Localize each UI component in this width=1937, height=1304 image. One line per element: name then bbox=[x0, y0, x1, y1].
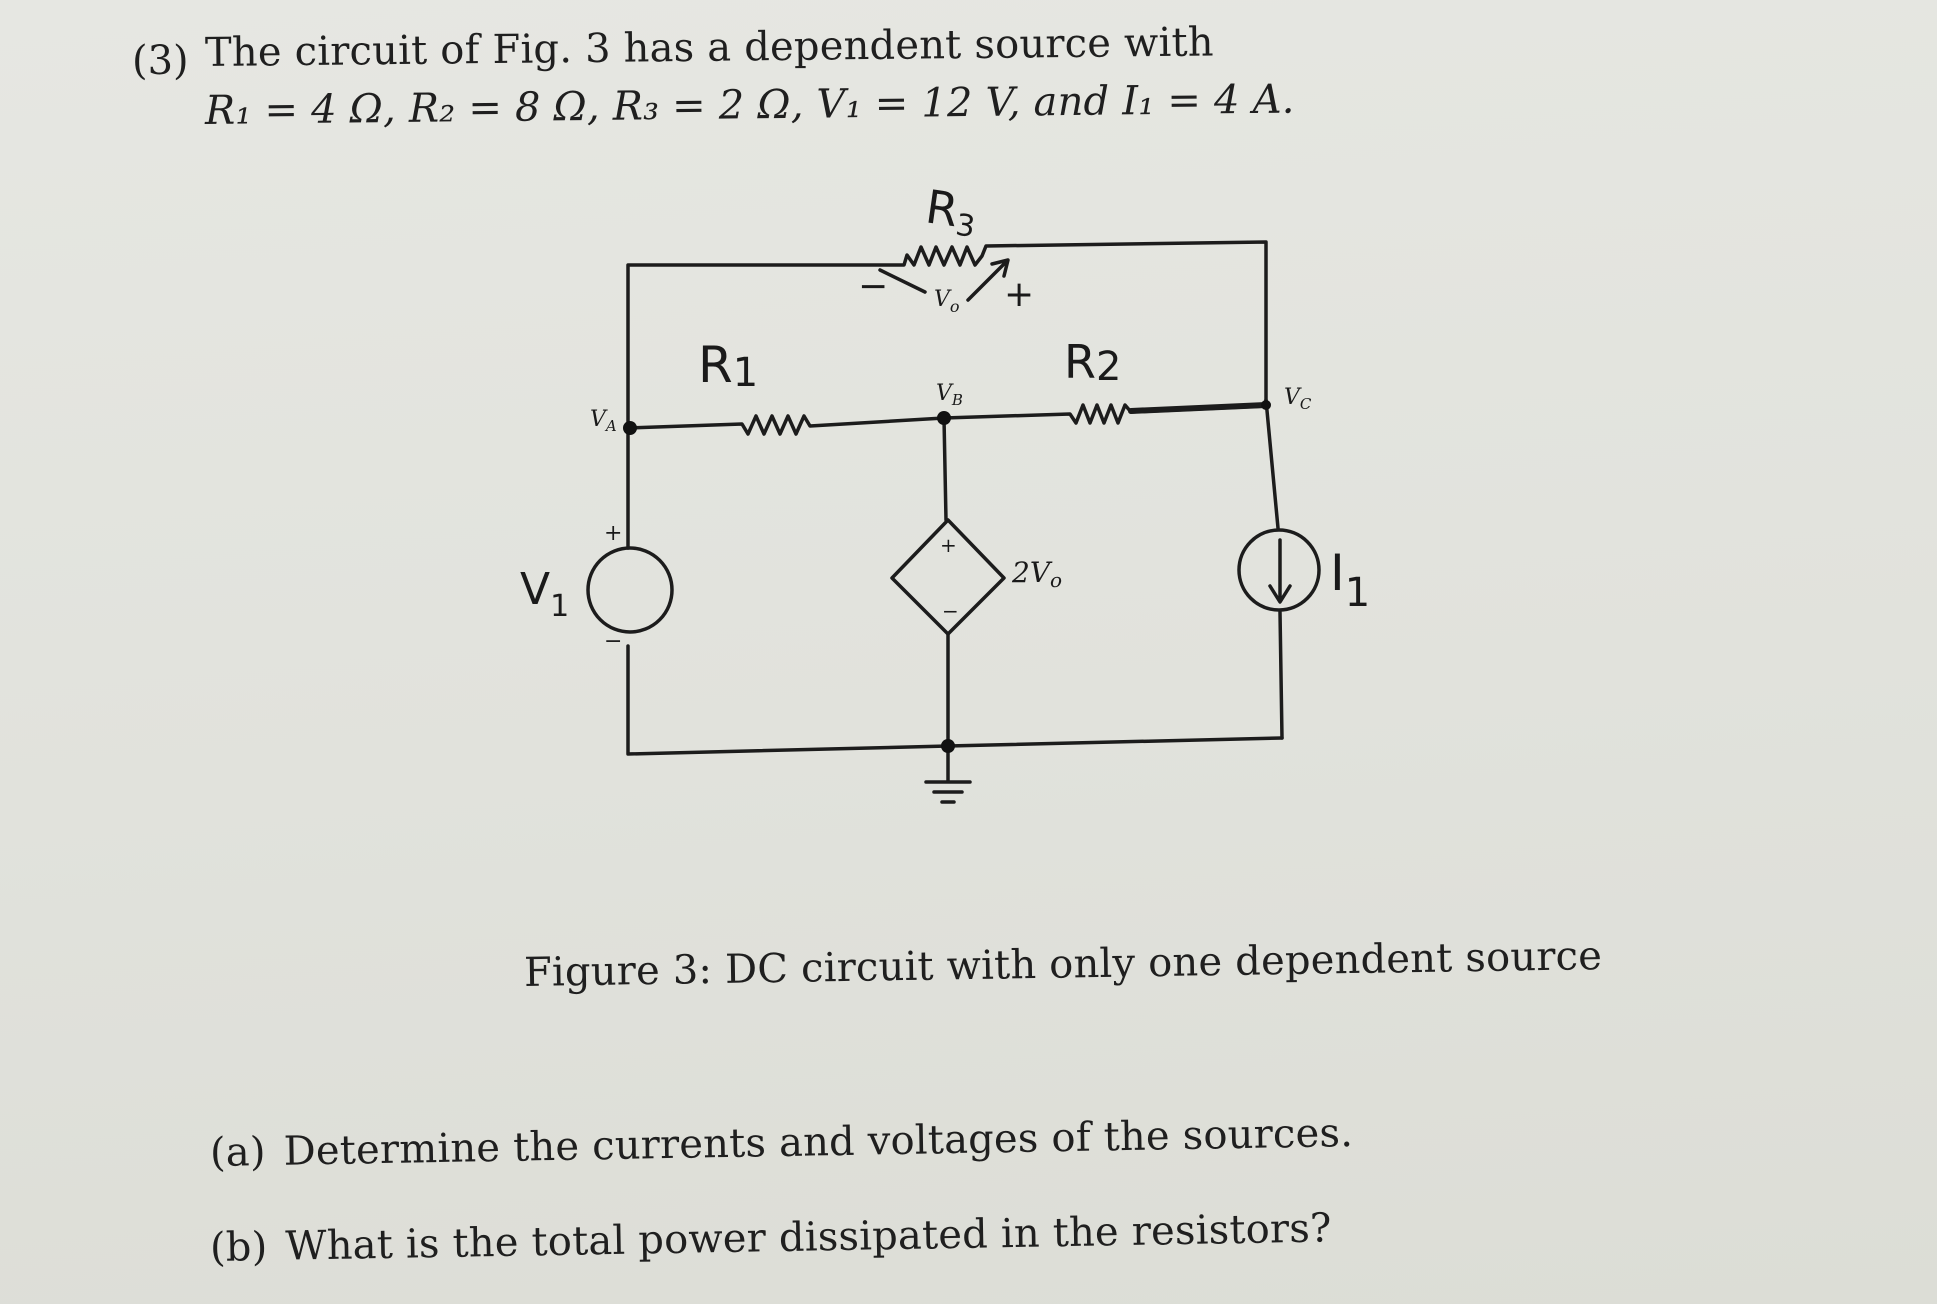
label-vo-minus: − bbox=[858, 266, 888, 307]
dependent-source bbox=[890, 518, 1006, 636]
right-wire bbox=[1264, 398, 1280, 530]
v1-source bbox=[586, 546, 674, 634]
question-b-label: (b) bbox=[209, 1224, 268, 1271]
r2-wire bbox=[942, 403, 1268, 425]
bottom-wire bbox=[626, 644, 1284, 756]
label-v1-minus: − bbox=[604, 629, 622, 654]
label-v1-plus: + bbox=[604, 521, 622, 546]
label-r2: R2 bbox=[1064, 335, 1121, 390]
problem-number: (3) bbox=[132, 38, 189, 84]
label-dep-plus: + bbox=[940, 533, 957, 557]
node-va bbox=[623, 421, 637, 435]
node-ground bbox=[941, 739, 955, 753]
label-vb: VB bbox=[936, 381, 963, 409]
node-vb bbox=[937, 411, 951, 425]
label-va: VA bbox=[590, 407, 617, 435]
question-a-label: (a) bbox=[209, 1129, 267, 1176]
ground-symbol bbox=[924, 744, 972, 804]
label-dep-minus: − bbox=[942, 599, 959, 623]
center-wire bbox=[942, 416, 948, 522]
node-vc bbox=[1261, 400, 1271, 410]
label-i1: I1 bbox=[1330, 544, 1370, 616]
label-vo: Vo bbox=[934, 287, 960, 316]
label-r3: R3 bbox=[922, 179, 981, 245]
label-vo-plus: + bbox=[1004, 274, 1034, 315]
label-r1: R1 bbox=[698, 336, 758, 396]
r1-wire bbox=[626, 414, 946, 436]
label-v1: V1 bbox=[520, 564, 569, 624]
i1-source bbox=[1237, 528, 1321, 612]
label-vc: VC bbox=[1284, 385, 1312, 413]
label-dep-value: 2Vo bbox=[1011, 556, 1062, 592]
top-wire bbox=[626, 240, 1268, 430]
